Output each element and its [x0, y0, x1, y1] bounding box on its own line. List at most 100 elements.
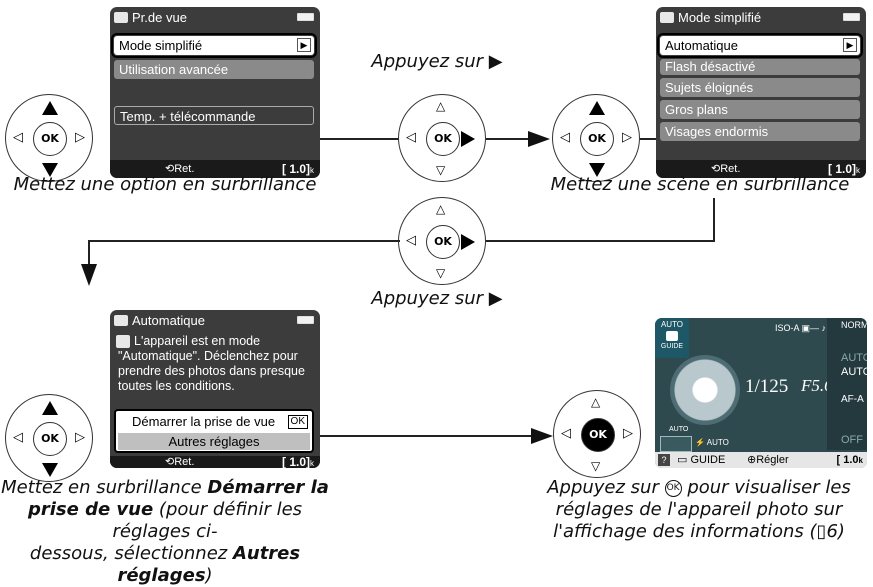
left-arrow-icon: ◁ — [13, 430, 23, 445]
screen-title: Mode simplifié — [656, 7, 866, 29]
bottom-bar: ? ▭ GUIDE ⊕Régler [ 1.0k — [655, 452, 867, 468]
caption-option: Mettez une option en surbrillance — [13, 174, 317, 195]
menu-item-automatique[interactable]: Automatique ▶ — [657, 33, 863, 58]
af-mode-label: AF-A — [841, 394, 864, 405]
set-button[interactable]: ⊕Régler — [747, 454, 789, 466]
ok-icon: OK — [287, 415, 308, 429]
right-arrow-icon — [461, 131, 475, 147]
up-arrow-icon: △ — [591, 395, 601, 409]
press-label: Appuyez sur ▶ — [371, 288, 503, 309]
book-icon: ▯ — [816, 521, 827, 542]
menu-item-gros-plans[interactable]: Gros plans — [660, 100, 860, 119]
camera-icon — [114, 315, 128, 326]
arrowhead-icon — [81, 264, 97, 286]
iso-auto-label: AUTO — [841, 366, 867, 378]
adl-label: OFF — [841, 434, 863, 446]
frame-count: [ 1.0]k — [281, 455, 314, 468]
auto-small-label: AUTO — [669, 426, 689, 433]
battery-icon — [843, 13, 860, 21]
screen-shooting-mode: Pr.de vue Mode simplifié ▶ Utilisation a… — [110, 7, 320, 178]
arrowhead-icon — [531, 428, 553, 444]
menu-item-label: Gros plans — [665, 102, 728, 117]
ok-button: OK — [33, 422, 67, 456]
caption-start-shooting: Mettez en surbrillance Démarrer la prise… — [1, 477, 329, 586]
ok-button: OK — [426, 225, 460, 259]
caption-info-display: Appuyez sur OK pour visualiser les régla… — [547, 477, 851, 542]
left-arrow-icon: ◁ — [560, 130, 570, 145]
right-arrow-icon: ▷ — [75, 430, 85, 445]
battery-icon — [297, 13, 314, 21]
down-arrow-icon: ▽ — [436, 163, 446, 177]
menu-item-label: Sujets éloignés — [665, 80, 754, 95]
menu-item-flash-desactive[interactable]: Flash désactivé — [660, 59, 860, 75]
ok-button: OK — [581, 418, 615, 452]
screen-title: Pr.de vue — [110, 7, 320, 29]
start-shooting-button[interactable]: Démarrer la prise de vue OK — [118, 413, 310, 431]
auto-mode-icon — [116, 335, 130, 348]
connector-line — [486, 240, 715, 242]
button-label: Autres réglages — [168, 434, 260, 449]
frame-count: [ 1.0k — [836, 454, 863, 466]
menu-item-utilisation-avancee[interactable]: Utilisation avancée — [114, 60, 314, 79]
screen-mode-simplifie: Mode simplifié Automatique ▶ Flash désac… — [656, 7, 866, 178]
aperture-dial-graphic — [670, 355, 740, 425]
screen-automatique: Automatique L'appareil est en mode "Auto… — [110, 310, 320, 468]
multi-selector-dial: ◁ ▷ OK — [5, 394, 93, 482]
up-arrow-icon: △ — [436, 202, 446, 216]
connector-line — [320, 138, 402, 140]
status-bar: ⟲Ret. [ 1.0]k — [110, 160, 320, 178]
menu-item-label: Flash désactivé — [665, 59, 756, 74]
multi-selector-dial: △ ▽ ◁ OK — [398, 94, 486, 182]
guide-button[interactable]: ▭ GUIDE — [677, 454, 726, 466]
mode-box: AUTO GUIDE — [655, 318, 689, 358]
menu-item-label: Mode simplifié — [119, 38, 203, 53]
down-arrow-icon: ▽ — [591, 459, 601, 473]
menu-item-sujets-eloignes[interactable]: Sujets éloignés — [660, 78, 860, 97]
right-arrow-icon — [461, 234, 475, 250]
connector-line — [320, 435, 535, 437]
down-arrow-icon — [42, 163, 58, 177]
options-group: Démarrer la prise de vue OK Autres régla… — [114, 409, 314, 453]
status-bar: ⟲Ret. [ 1.0]k — [656, 160, 866, 178]
ok-button: OK — [33, 122, 67, 156]
screen-title-text: Pr.de vue — [132, 10, 187, 25]
aperture-value: F5.6 — [801, 376, 833, 395]
caption-scene: Mettez une scène en surbrillance — [550, 174, 850, 195]
menu-item-label: Utilisation avancée — [119, 62, 229, 77]
return-label: ⟲Ret. — [165, 163, 195, 175]
press-label: Appuyez sur ▶ — [371, 51, 503, 72]
connector-line — [640, 138, 658, 140]
af-area-grid — [660, 436, 692, 452]
return-label: ⟲Ret. — [165, 456, 195, 468]
screen-info-display: AUTO GUIDE ISO-A ▣— ♪ 1/125 F5.6 NORM AU… — [655, 318, 867, 468]
up-arrow-icon — [42, 101, 58, 115]
left-arrow-icon: ◁ — [13, 130, 23, 145]
mode-label: AUTO — [660, 320, 684, 329]
multi-selector-dial: ◁ ▷ OK — [5, 94, 93, 182]
battery-icon — [297, 316, 314, 324]
connector-line — [88, 240, 400, 242]
left-arrow-icon: ◁ — [406, 233, 416, 248]
help-icon: ? — [658, 454, 670, 466]
multi-selector-dial: ◁ ▷ OK — [552, 94, 640, 182]
shutter-speed: 1/125 — [745, 376, 789, 397]
right-arrow-icon: ▷ — [623, 426, 633, 441]
screen-title-text: Mode simplifié — [678, 10, 762, 25]
down-arrow-icon — [589, 163, 605, 177]
menu-item-visages-endormis[interactable]: Visages endormis — [660, 122, 860, 141]
ok-button: OK — [580, 122, 614, 156]
up-arrow-icon — [589, 101, 605, 115]
ok-icon: OK — [664, 479, 682, 497]
right-column — [827, 318, 867, 450]
left-arrow-icon: ◁ — [561, 426, 571, 441]
quality-label: NORM — [841, 320, 867, 330]
screen-title-text: Automatique — [132, 313, 205, 328]
up-arrow-icon — [42, 401, 58, 415]
other-settings-button[interactable]: Autres réglages — [118, 433, 310, 450]
return-label: ⟲Ret. — [711, 163, 741, 175]
menu-item-mode-simplifie[interactable]: Mode simplifié ▶ — [111, 33, 317, 58]
camera-icon — [660, 12, 674, 23]
arrow-right-icon: ▶ — [843, 38, 857, 52]
menu-item-temp-telecommande[interactable]: Temp. + télécommande — [114, 106, 314, 125]
ok-button: OK — [426, 122, 460, 156]
